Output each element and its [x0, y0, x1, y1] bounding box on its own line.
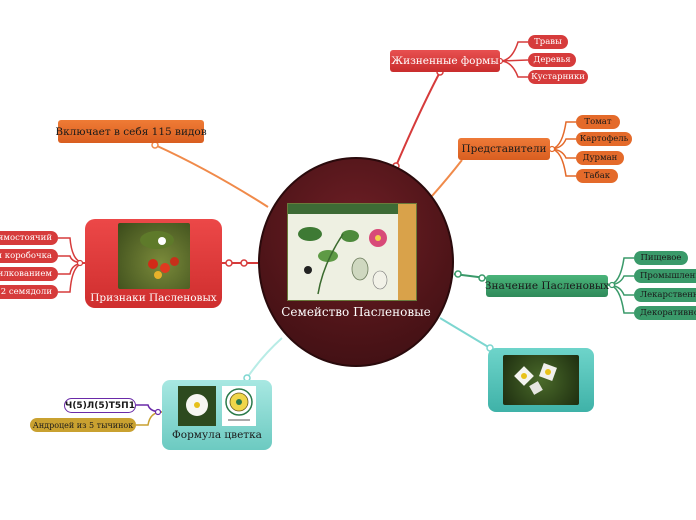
topic-formula[interactable]: Формула цветка — [162, 380, 272, 450]
nightshade-berries-image — [117, 223, 190, 289]
topic-includes-label: Включает в себя 115 видов — [55, 125, 207, 138]
topic-life-forms[interactable]: Жизненные формы — [390, 50, 500, 72]
flower-diagram-icon — [222, 386, 256, 426]
central-node[interactable]: Семейство Пасленовые — [258, 157, 454, 367]
formula-images — [178, 386, 256, 426]
stamens-label: Андроцей из 5 тычинок — [32, 420, 134, 430]
potato-flower-photo — [503, 355, 579, 405]
sign-label: 2 семядоли — [0, 287, 52, 297]
central-title: Семейство Пасленовые — [281, 305, 431, 319]
meaning-label: Декоративное — [640, 308, 696, 318]
sign-label: ожилкованием — [0, 269, 52, 279]
topic-flower-image[interactable] — [488, 348, 594, 412]
sign-item-cotyledons[interactable]: 2 семядоли — [0, 285, 58, 299]
stamens-node[interactable]: Андроцей из 5 тычинок — [30, 418, 136, 432]
topic-representatives[interactable]: Представители — [458, 138, 550, 160]
meaning-label: Лекарственное — [640, 290, 696, 300]
white-flower-photo — [178, 386, 216, 426]
life-form-item-trees[interactable]: Деревья — [528, 53, 576, 67]
topic-meaning-label: Значение Пасленовых — [484, 280, 610, 292]
representative-item-tomato[interactable]: Томат — [576, 115, 620, 129]
topic-includes[interactable]: Включает в себя 115 видов — [55, 120, 207, 143]
representative-label: Картофель — [579, 134, 629, 144]
topic-signs[interactable]: Признаки Пасленовых — [85, 219, 222, 308]
sign-item-venation[interactable]: ожилкованием — [0, 267, 58, 281]
central-illustration — [287, 203, 417, 301]
life-form-label: Кустарники — [531, 72, 585, 82]
meaning-item-medicinal[interactable]: Лекарственное — [634, 288, 696, 302]
formula-text-node[interactable]: Ч(5)Л(5)Т5П1 — [64, 398, 136, 413]
meaning-label: Пищевое — [640, 253, 682, 263]
representative-item-datura[interactable]: Дурман — [576, 151, 624, 165]
life-form-item-grass[interactable]: Травы — [528, 35, 568, 49]
sign-item-capsule[interactable]: или коробочка — [0, 249, 58, 263]
sign-label: прямостоячий — [0, 233, 52, 243]
life-form-item-shrubs[interactable]: Кустарники — [528, 70, 588, 84]
representative-label: Дурман — [582, 153, 618, 163]
topic-signs-label: Признаки Пасленовых — [90, 292, 217, 304]
sign-label: или коробочка — [0, 251, 52, 261]
meaning-item-decorative[interactable]: Декоративное — [634, 306, 696, 320]
plant-sketch-icon — [298, 227, 388, 295]
meaning-label: Промышленное — [640, 271, 696, 281]
representative-item-tobacco[interactable]: Табак — [576, 169, 618, 183]
sign-item-upright[interactable]: прямостоячий — [0, 231, 58, 245]
topic-representatives-label: Представители — [461, 143, 547, 155]
topic-meaning[interactable]: Значение Пасленовых — [484, 275, 610, 297]
life-form-label: Травы — [534, 37, 562, 47]
formula-text: Ч(5)Л(5)Т5П1 — [65, 400, 135, 411]
meaning-item-industrial[interactable]: Промышленное — [634, 269, 696, 283]
representative-label: Томат — [584, 117, 612, 127]
topic-formula-label: Формула цветка — [172, 429, 262, 441]
meaning-item-food[interactable]: Пищевое — [634, 251, 688, 265]
topic-life-forms-label: Жизненные формы — [391, 55, 499, 67]
representative-item-potato[interactable]: Картофель — [576, 132, 632, 146]
representative-label: Табак — [583, 171, 611, 181]
life-form-label: Деревья — [533, 55, 571, 65]
